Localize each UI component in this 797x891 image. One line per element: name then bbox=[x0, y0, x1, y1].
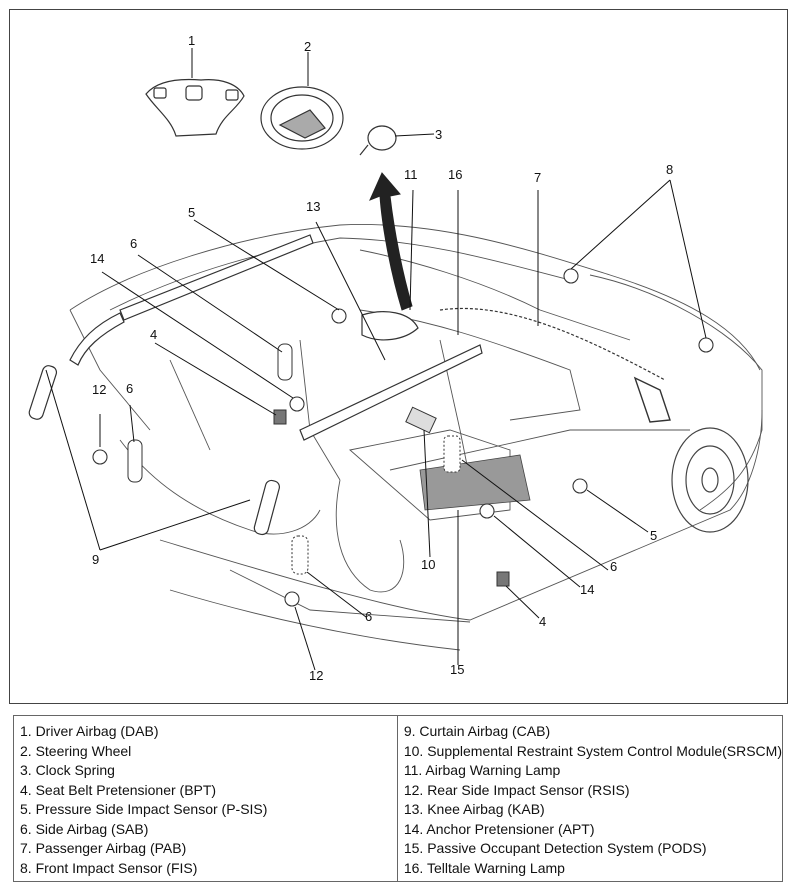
front-wheel bbox=[671, 427, 749, 533]
rsis-sensor-right bbox=[284, 591, 300, 607]
seat-belt-pretensioner-front bbox=[496, 571, 510, 587]
floor-line bbox=[169, 589, 461, 651]
callout-9: 9 bbox=[92, 552, 100, 567]
callout-5-right: 5 bbox=[650, 528, 658, 543]
callout-6-upper: 6 bbox=[130, 236, 138, 251]
callout-4-left: 4 bbox=[150, 327, 158, 342]
side-airbag-front-left bbox=[277, 343, 293, 381]
callout-1: 1 bbox=[188, 33, 196, 48]
callout-12-left: 12 bbox=[92, 382, 107, 397]
component-legend: 1. Driver Airbag (DAB) 2. Steering Wheel… bbox=[13, 715, 783, 882]
callout-6-lower: 6 bbox=[365, 609, 373, 624]
legend-item: 16. Telltale Warning Lamp bbox=[403, 859, 565, 876]
srscm-module bbox=[405, 406, 437, 434]
passenger-airbag-strip bbox=[439, 307, 666, 381]
callout-12-lower: 12 bbox=[309, 668, 324, 683]
warning-lamp-arrow bbox=[369, 172, 413, 311]
p-sis-sensor-right bbox=[572, 478, 588, 494]
callout-6-right: 6 bbox=[610, 559, 618, 574]
callout-5-left: 5 bbox=[188, 205, 196, 220]
callout-13: 13 bbox=[306, 199, 321, 214]
legend-item: 11. Airbag Warning Lamp bbox=[403, 762, 561, 778]
legend-item: 13. Knee Airbag (KAB) bbox=[403, 801, 545, 817]
steering-wheel bbox=[260, 86, 344, 150]
airbag-system-diagram bbox=[28, 48, 763, 671]
pillar-c bbox=[169, 359, 211, 451]
legend-item: 7. Passenger Airbag (PAB) bbox=[20, 840, 187, 856]
knee-airbag bbox=[361, 311, 419, 341]
diagram-frame: 1 2 3 8 11 16 7 5 13 6 14 4 12 6 9 10 6 … bbox=[9, 9, 788, 704]
callout-15: 15 bbox=[450, 662, 465, 677]
legend-item: 4. Seat Belt Pretensioner (BPT) bbox=[20, 781, 217, 798]
legend-item: 15. Passive Occupant Detection System (P… bbox=[403, 840, 707, 856]
callout-3: 3 bbox=[435, 127, 443, 142]
door-line bbox=[229, 569, 471, 623]
callout-8: 8 bbox=[666, 162, 674, 177]
callout-14-left: 14 bbox=[90, 251, 105, 266]
pods-seat-mat bbox=[419, 454, 531, 511]
legend-item: 5. Pressure Side Impact Sensor (P-SIS) bbox=[20, 801, 268, 817]
legend-item: 12. Rear Side Impact Sensor (RSIS) bbox=[403, 781, 630, 798]
side-airbag-driver bbox=[291, 535, 309, 575]
seat-rear bbox=[119, 439, 321, 535]
legend-item: 14. Anchor Pretensioner (APT) bbox=[403, 820, 595, 837]
seat-belt-pretensioner-rear bbox=[273, 409, 287, 425]
curtain-airbag-end-front bbox=[253, 479, 281, 536]
curtain-airbag-front bbox=[299, 344, 483, 441]
windshield bbox=[359, 249, 631, 341]
side-airbag-passenger bbox=[443, 435, 461, 473]
curtain-airbag-end-rear bbox=[28, 365, 58, 420]
legend-column-right: 9. Curtain Airbag (CAB) 10. Supplemental… bbox=[396, 716, 782, 881]
legend-column-left: 1. Driver Airbag (DAB) 2. Steering Wheel… bbox=[14, 716, 397, 881]
anchor-pretensioner-left bbox=[289, 396, 305, 412]
callout-16: 16 bbox=[448, 167, 463, 182]
car-roof-inner bbox=[109, 237, 571, 311]
curtain-airbag-tube-rear bbox=[69, 312, 125, 366]
driver-airbag bbox=[145, 78, 245, 137]
front-impact-sensor-right bbox=[698, 337, 714, 353]
door-line-2 bbox=[389, 429, 690, 471]
side-mirror bbox=[633, 376, 671, 423]
pillar-b bbox=[299, 339, 341, 481]
callout-6-rear: 6 bbox=[126, 381, 134, 396]
callout-14-right: 14 bbox=[580, 582, 595, 597]
side-airbag-rear-left bbox=[127, 439, 143, 483]
anchor-pretensioner-right bbox=[479, 503, 495, 519]
car-hood bbox=[589, 274, 763, 511]
legend-item: 6. Side Airbag (SAB) bbox=[20, 820, 149, 837]
rear-window bbox=[69, 309, 151, 431]
legend-item: 9. Curtain Airbag (CAB) bbox=[403, 723, 551, 739]
clock-spring bbox=[359, 125, 397, 156]
car-body-side bbox=[159, 409, 763, 621]
seat-driver bbox=[335, 479, 405, 593]
legend-item: 1. Driver Airbag (DAB) bbox=[20, 723, 159, 739]
callout-10: 10 bbox=[421, 557, 436, 572]
legend-item: 8. Front Impact Sensor (FIS) bbox=[20, 859, 198, 876]
callout-11: 11 bbox=[404, 167, 418, 182]
front-impact-sensor-left bbox=[563, 268, 579, 284]
rsis-sensor-left bbox=[92, 449, 108, 465]
legend-item: 2. Steering Wheel bbox=[20, 742, 132, 759]
legend-item: 3. Clock Spring bbox=[20, 762, 115, 778]
callout-2: 2 bbox=[304, 39, 312, 54]
callout-7: 7 bbox=[534, 170, 542, 185]
curtain-airbag-rear bbox=[119, 234, 314, 321]
legend-item: 10. Supplemental Restraint System Contro… bbox=[403, 742, 782, 759]
p-sis-sensor-left bbox=[331, 308, 347, 324]
callout-4-right: 4 bbox=[539, 614, 547, 629]
